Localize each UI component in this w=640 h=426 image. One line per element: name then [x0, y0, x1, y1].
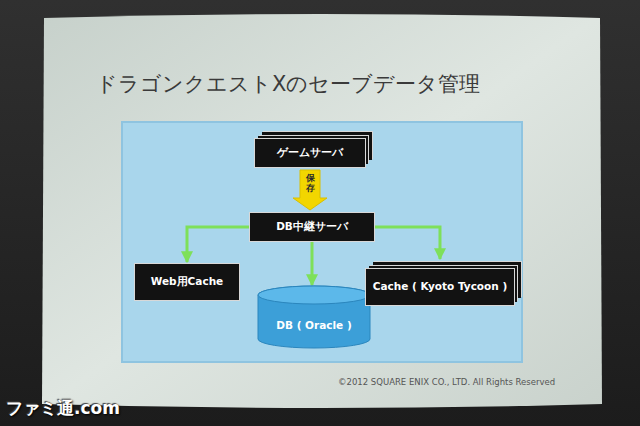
cylinder-body	[258, 286, 370, 348]
node-label: Cache ( Kyoto Tycoon )	[373, 280, 507, 293]
cylinder-outline	[257, 286, 371, 348]
projection-screen	[42, 14, 602, 408]
server-stack-box: ゲームサーバ	[254, 138, 366, 168]
diagram-panel	[122, 122, 522, 362]
arrow-label: 保存	[306, 174, 315, 194]
server-stack-box: Cache ( Kyoto Tycoon )	[365, 268, 515, 306]
process-box: Web用Cache	[134, 263, 240, 301]
copyright-notice: ©2012 SQUARE ENIX CO., LTD. All Rights R…	[338, 377, 555, 387]
data-flow-arrow	[187, 227, 249, 262]
node-label: DB ( Oracle )	[276, 319, 351, 332]
node-label: Web用Cache	[151, 275, 223, 288]
cylinder-top	[258, 286, 370, 304]
database-cylinder: DB ( Oracle )	[257, 286, 371, 348]
node-label: DB中継サーバ	[276, 220, 348, 233]
slide-title: ドラゴンクエストXのセーブデータ管理	[96, 70, 480, 98]
node-label: ゲームサーバ	[277, 146, 343, 159]
save-arrow	[293, 170, 327, 210]
watermark: ファミ通.com	[6, 397, 120, 420]
data-flow-arrow	[375, 227, 440, 259]
data-flow-arrow	[311, 242, 314, 285]
process-box: DB中継サーバ	[249, 212, 375, 242]
